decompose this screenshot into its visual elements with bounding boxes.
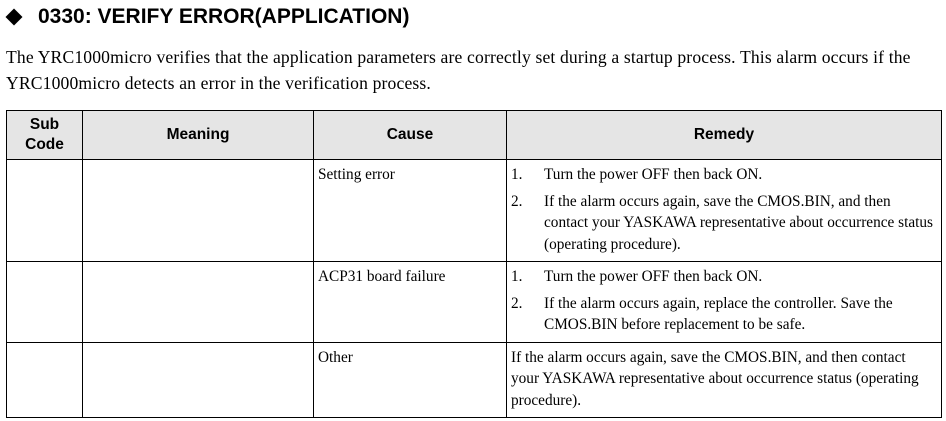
remedy-step: 1. Turn the power OFF then back ON. xyxy=(511,266,935,288)
header-sub-code: Sub Code xyxy=(6,110,83,160)
remedy-step-text: Turn the power OFF then back ON. xyxy=(544,268,763,285)
remedy-cell: 1. Turn the power OFF then back ON. 2. I… xyxy=(506,261,942,343)
table-row: Other If the alarm occurs again, save th… xyxy=(6,341,942,418)
cause-cell: Setting error xyxy=(313,159,507,262)
remedy-list: 1. Turn the power OFF then back ON. 2. I… xyxy=(507,160,941,261)
remedy-step: 2. If the alarm occurs again, replace th… xyxy=(511,293,935,336)
meaning-cell xyxy=(82,341,314,418)
remedy-step: 1. Turn the power OFF then back ON. xyxy=(511,164,935,186)
cause-text: ACP31 board failure xyxy=(318,268,446,285)
remedy-step-text: If the alarm occurs again, save the CMOS… xyxy=(544,192,933,253)
diamond-bullet-icon xyxy=(6,9,22,25)
header-meaning: Meaning xyxy=(82,110,314,160)
table-row: Setting error 1. Turn the power OFF then… xyxy=(6,159,942,262)
meaning-cell xyxy=(82,261,314,343)
remedy-step-number: 1. xyxy=(511,166,523,183)
remedy-step-text: If the alarm occurs again, replace the c… xyxy=(544,294,893,334)
remedy-step: 2. If the alarm occurs again, save the C… xyxy=(511,191,935,256)
meaning-cell xyxy=(82,159,314,262)
remedy-cell: If the alarm occurs again, save the CMOS… xyxy=(506,341,942,418)
remedy-step-number: 1. xyxy=(511,268,523,285)
alarm-title: 0330: VERIFY ERROR(APPLICATION) xyxy=(38,5,410,28)
remedy-list: 1. Turn the power OFF then back ON. 2. I… xyxy=(507,262,941,342)
remedy-step-number: 2. xyxy=(511,192,523,210)
cause-cell: Other xyxy=(313,341,507,418)
header-sub-code-line1: Sub xyxy=(29,116,60,133)
sub-code-cell xyxy=(6,261,83,343)
alarm-table: Sub Code Meaning Cause Remedy Setting er… xyxy=(6,110,942,418)
header-remedy: Remedy xyxy=(506,110,942,160)
header-sub-code-line2: Code xyxy=(25,136,64,153)
table-row: ACP31 board failure 1. Turn the power OF… xyxy=(6,261,942,343)
sub-code-cell xyxy=(6,341,83,418)
remedy-cell: 1. Turn the power OFF then back ON. 2. I… xyxy=(506,159,942,262)
remedy-text: If the alarm occurs again, save the CMOS… xyxy=(511,348,919,409)
remedy-step-text: Turn the power OFF then back ON. xyxy=(544,166,763,183)
alarm-heading: 0330: VERIFY ERROR(APPLICATION) xyxy=(4,2,409,32)
header-cause: Cause xyxy=(313,110,507,160)
table-header-row: Sub Code Meaning Cause Remedy xyxy=(6,110,942,160)
cause-cell: ACP31 board failure xyxy=(313,261,507,343)
sub-code-cell xyxy=(6,159,83,262)
cause-text: Other xyxy=(318,348,353,366)
alarm-description: The YRC1000micro verifies that the appli… xyxy=(6,47,911,93)
cause-text: Setting error xyxy=(318,166,395,183)
remedy-step-number: 2. xyxy=(511,294,523,312)
